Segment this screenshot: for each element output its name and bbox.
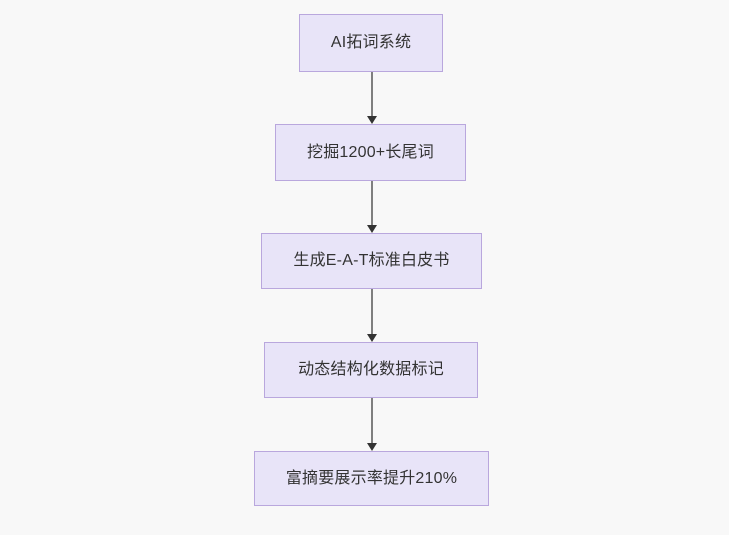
arrowhead-icon [367,116,377,124]
edge-line [371,181,373,225]
flow-node-dynamic-structured-data-markup[interactable]: 动态结构化数据标记 [264,342,478,398]
arrowhead-icon [367,443,377,451]
edge-line [371,72,373,116]
flow-node-label: 富摘要展示率提升210% [285,469,458,487]
flow-node-label: AI拓词系统 [330,34,412,52]
flow-node-mine-longtail-keywords[interactable]: 挖掘1200+长尾词 [275,124,466,181]
flow-node-ai-keyword-system[interactable]: AI拓词系统 [299,14,443,72]
arrowhead-icon [367,225,377,233]
arrowhead-icon [367,334,377,342]
flow-node-generate-eat-whitepaper[interactable]: 生成E-A-T标准白皮书 [261,233,482,289]
flow-node-label: 挖掘1200+长尾词 [307,143,434,161]
edge-line [371,398,373,443]
flow-node-label: 动态结构化数据标记 [298,361,444,379]
flow-node-rich-snippet-impression-uplift[interactable]: 富摘要展示率提升210% [254,451,489,506]
flow-node-label: 生成E-A-T标准白皮书 [293,252,450,270]
edge-line [371,289,373,334]
